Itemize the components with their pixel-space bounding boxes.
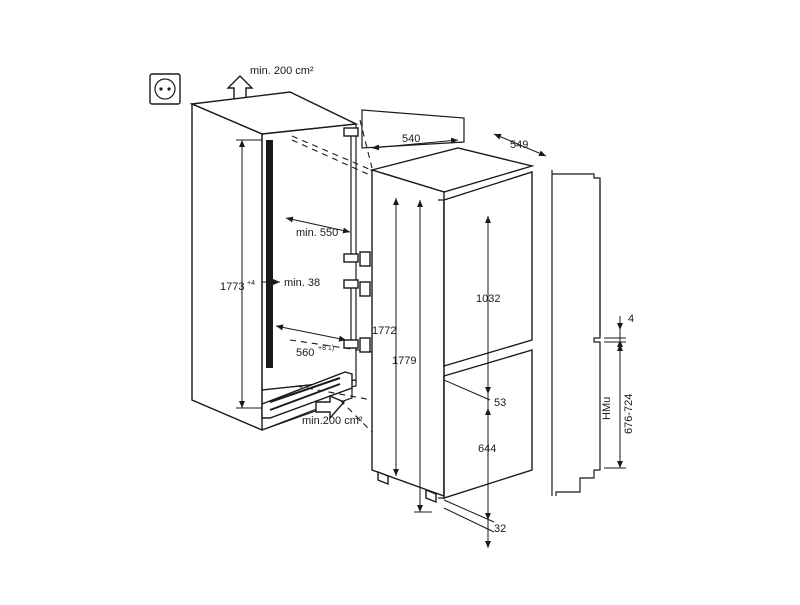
- top-vent-label: min. 200 cm²: [250, 65, 314, 77]
- appliance-hinge-icon: [359, 251, 371, 353]
- fridge-door-label: 1032: [476, 293, 500, 305]
- wall-socket-icon: [149, 73, 181, 105]
- appliance-depth-label: 549: [510, 139, 528, 151]
- total-height-label: 1779: [392, 355, 416, 367]
- bottom-vent-label: min.200 cm²: [302, 415, 363, 427]
- bottom-gap-label: 32: [494, 523, 506, 535]
- freezer-door-label: 644: [478, 443, 496, 455]
- niche-width-label: 560: [296, 347, 314, 359]
- cabinet-niche: [189, 91, 359, 432]
- niche-height-label: 1773: [220, 281, 244, 293]
- appliance-width-label: 540: [402, 133, 420, 145]
- niche-height-tolerance: +4: [247, 280, 255, 287]
- appliance-height-label: 1772: [372, 325, 396, 337]
- door-gap-label: 53: [494, 397, 506, 409]
- side-gap-label: min. 38: [284, 277, 320, 289]
- niche-depth-label: min. 550: [296, 227, 338, 239]
- side-profile: [551, 170, 601, 496]
- hinge-icon: [343, 127, 359, 349]
- hmu-range-label: 676-724: [623, 394, 635, 434]
- side-gap-4-label: 4: [628, 313, 634, 325]
- hmu-label: HMu: [601, 397, 613, 420]
- bottom-vent-arrow-icon: [315, 394, 346, 420]
- niche-width-tolerance: +8 1): [318, 345, 334, 352]
